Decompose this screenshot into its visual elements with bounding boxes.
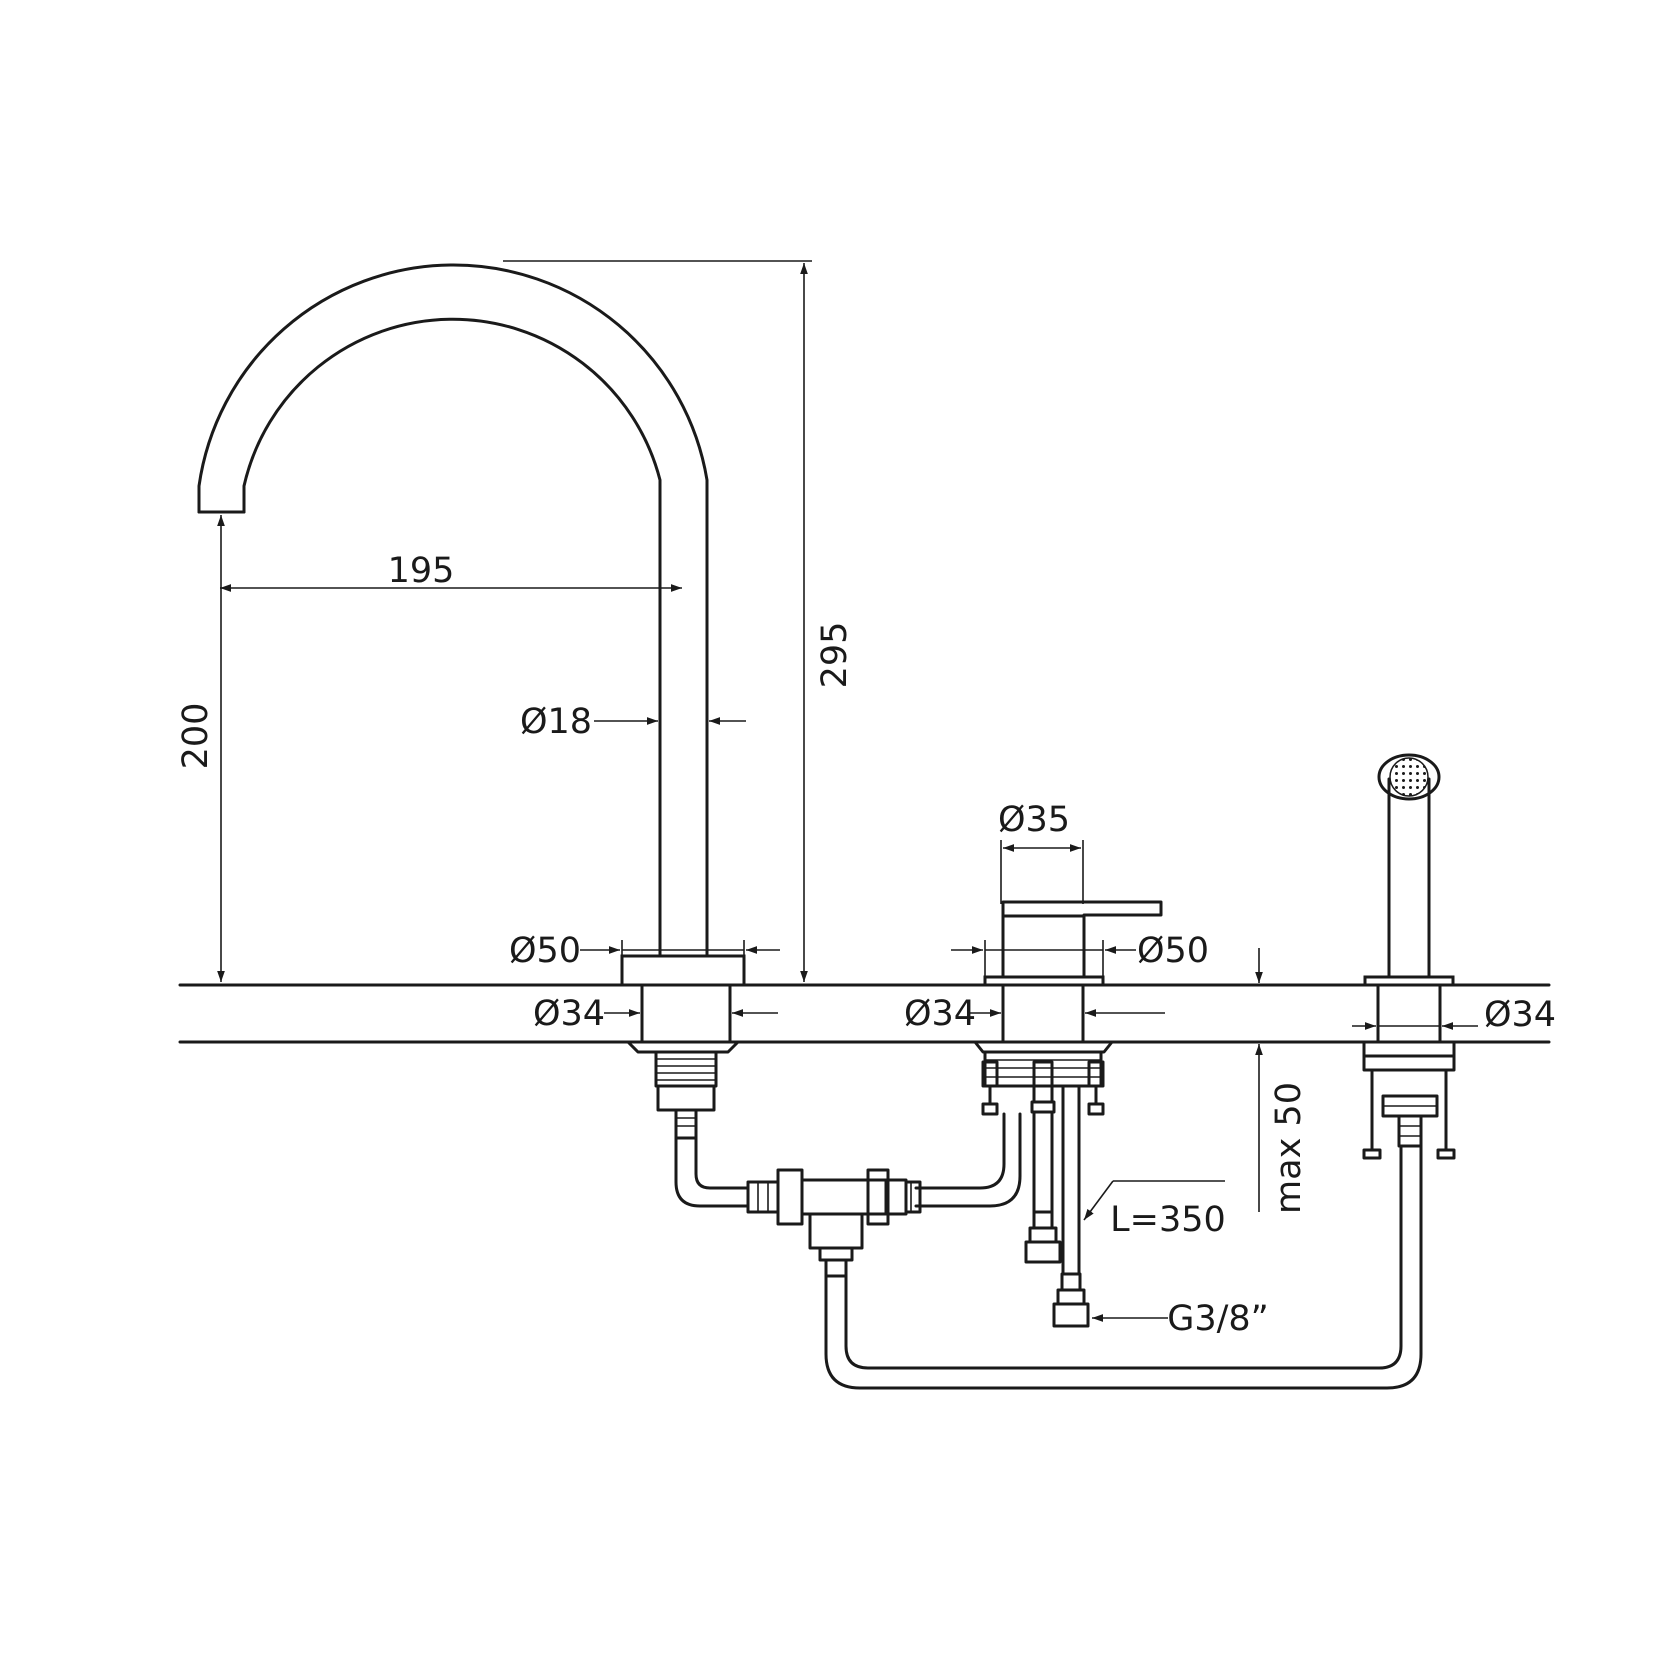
dim-hose-length: L=350 — [1110, 1200, 1226, 1240]
dim-spout-tube-diameter: Ø18 — [520, 702, 592, 742]
dimension-lines — [217, 260, 1478, 1322]
dim-max-deck-thickness: max 50 — [1269, 1082, 1309, 1214]
mixer — [973, 900, 1163, 1116]
dim-shower-hole-diameter: Ø34 — [1484, 995, 1556, 1035]
spout — [197, 263, 746, 1140]
dim-spout-outlet-height: 200 — [176, 703, 216, 770]
supply-hose-hot — [1052, 1084, 1090, 1328]
hose-mixer — [914, 1112, 1022, 1208]
dim-connection-thread: G3/8” — [1167, 1299, 1269, 1339]
hose-shower — [824, 1144, 1423, 1390]
dim-spout-hole-diameter: Ø34 — [533, 994, 605, 1034]
spout-thread — [656, 1058, 716, 1081]
mixer-thread — [985, 1059, 1101, 1078]
diverter — [746, 1168, 922, 1278]
hand-shower — [1362, 753, 1456, 1160]
dim-spout-reach: 195 — [388, 551, 455, 591]
countertop — [178, 983, 1551, 1044]
dimension-labels: 195 200 295 Ø18 Ø35 Ø50 Ø50 Ø34 Ø34 Ø34 … — [176, 551, 1556, 1339]
supply-hose-cold — [1024, 1110, 1062, 1264]
dim-mixer-hole-diameter: Ø34 — [904, 994, 976, 1034]
dim-mixer-base-diameter: Ø50 — [1137, 931, 1209, 971]
dim-spout-base-diameter: Ø50 — [509, 931, 581, 971]
hose-spout — [674, 1136, 750, 1208]
dim-handle-body-diameter: Ø35 — [998, 800, 1070, 840]
dim-total-height: 295 — [815, 622, 855, 689]
